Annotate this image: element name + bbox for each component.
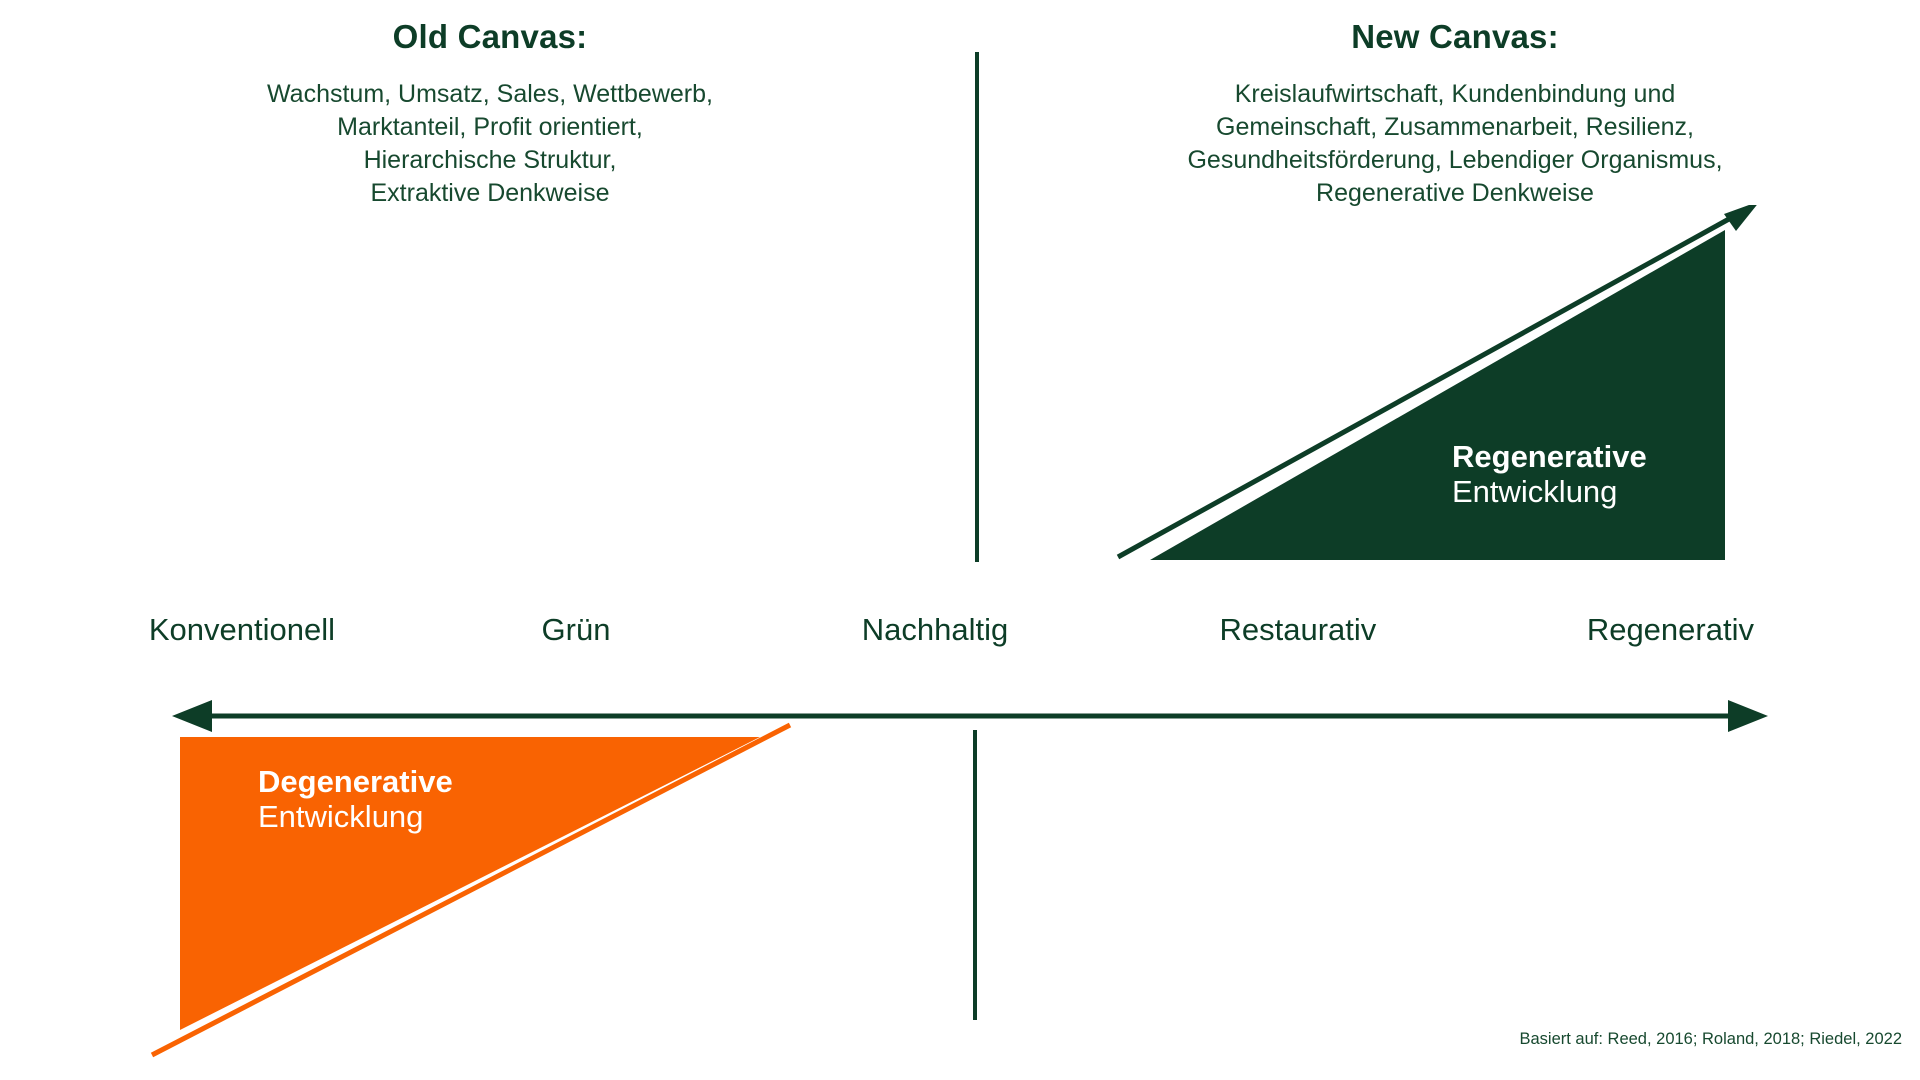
axis-label-nachhaltig: Nachhaltig [861,612,1009,647]
arrow-head-right [1728,700,1768,732]
axis-label-konventionell: Konventionell [148,612,335,647]
spectrum-axis-labels: Konventionell Grün Nachhaltig Restaurati… [0,612,1920,666]
degenerative-label-bold: Degenerative [258,764,453,799]
regenerative-triangle [1150,230,1725,560]
old-canvas-line: Hierarchische Struktur, [363,146,617,174]
degenerative-triangle [180,737,760,1030]
new-canvas-line: Gesundheitsförderung, Lebendiger Organis… [1187,146,1723,174]
new-canvas-title: New Canvas: [1351,18,1559,55]
arrow-head-left [172,700,212,732]
old-canvas-line: Marktanteil, Profit orientiert, [337,113,643,141]
degenerative-diagonal-line [150,722,792,1058]
degenerative-label: Degenerative Entwicklung [258,764,453,834]
old-canvas-description: Wachstum, Umsatz, Sales, Wettbewerb, Mar… [150,78,830,210]
regenerative-label-bold: Regenerative [1452,439,1647,474]
axis-label-regenerativ: Regenerativ [1586,612,1754,647]
spectrum-double-arrow-icon [172,700,1768,732]
new-canvas-line: Regenerative Denkweise [1316,179,1594,207]
axis-label-restaurativ: Restaurativ [1219,612,1377,647]
new-canvas-line: Gemeinschaft, Zusammenarbeit, Resilienz, [1216,113,1694,141]
citation-text: Basiert auf: Reed, 2016; Roland, 2018; R… [1519,1030,1902,1048]
vertical-divider-top [975,52,979,562]
regenerative-label: Regenerative Entwicklung [1452,439,1647,509]
old-canvas-title: Old Canvas: [392,18,588,55]
degenerative-label-regular: Entwicklung [258,798,424,834]
new-canvas-description: Kreislaufwirtschaft, Kundenbindung und G… [1060,78,1850,210]
old-canvas-line: Extraktive Denkweise [370,179,610,207]
axis-label-gruen: Grün [541,612,611,647]
regenerative-label-regular: Entwicklung [1452,473,1618,509]
new-canvas-line: Kreislaufwirtschaft, Kundenbindung und [1234,80,1676,108]
old-canvas-line: Wachstum, Umsatz, Sales, Wettbewerb, [267,80,713,108]
regenerative-arrow-icon [1116,205,1757,560]
regenerative-development-graphic [1116,205,1757,560]
vertical-divider-bottom [973,730,977,1020]
degenerative-development-graphic [150,722,792,1058]
